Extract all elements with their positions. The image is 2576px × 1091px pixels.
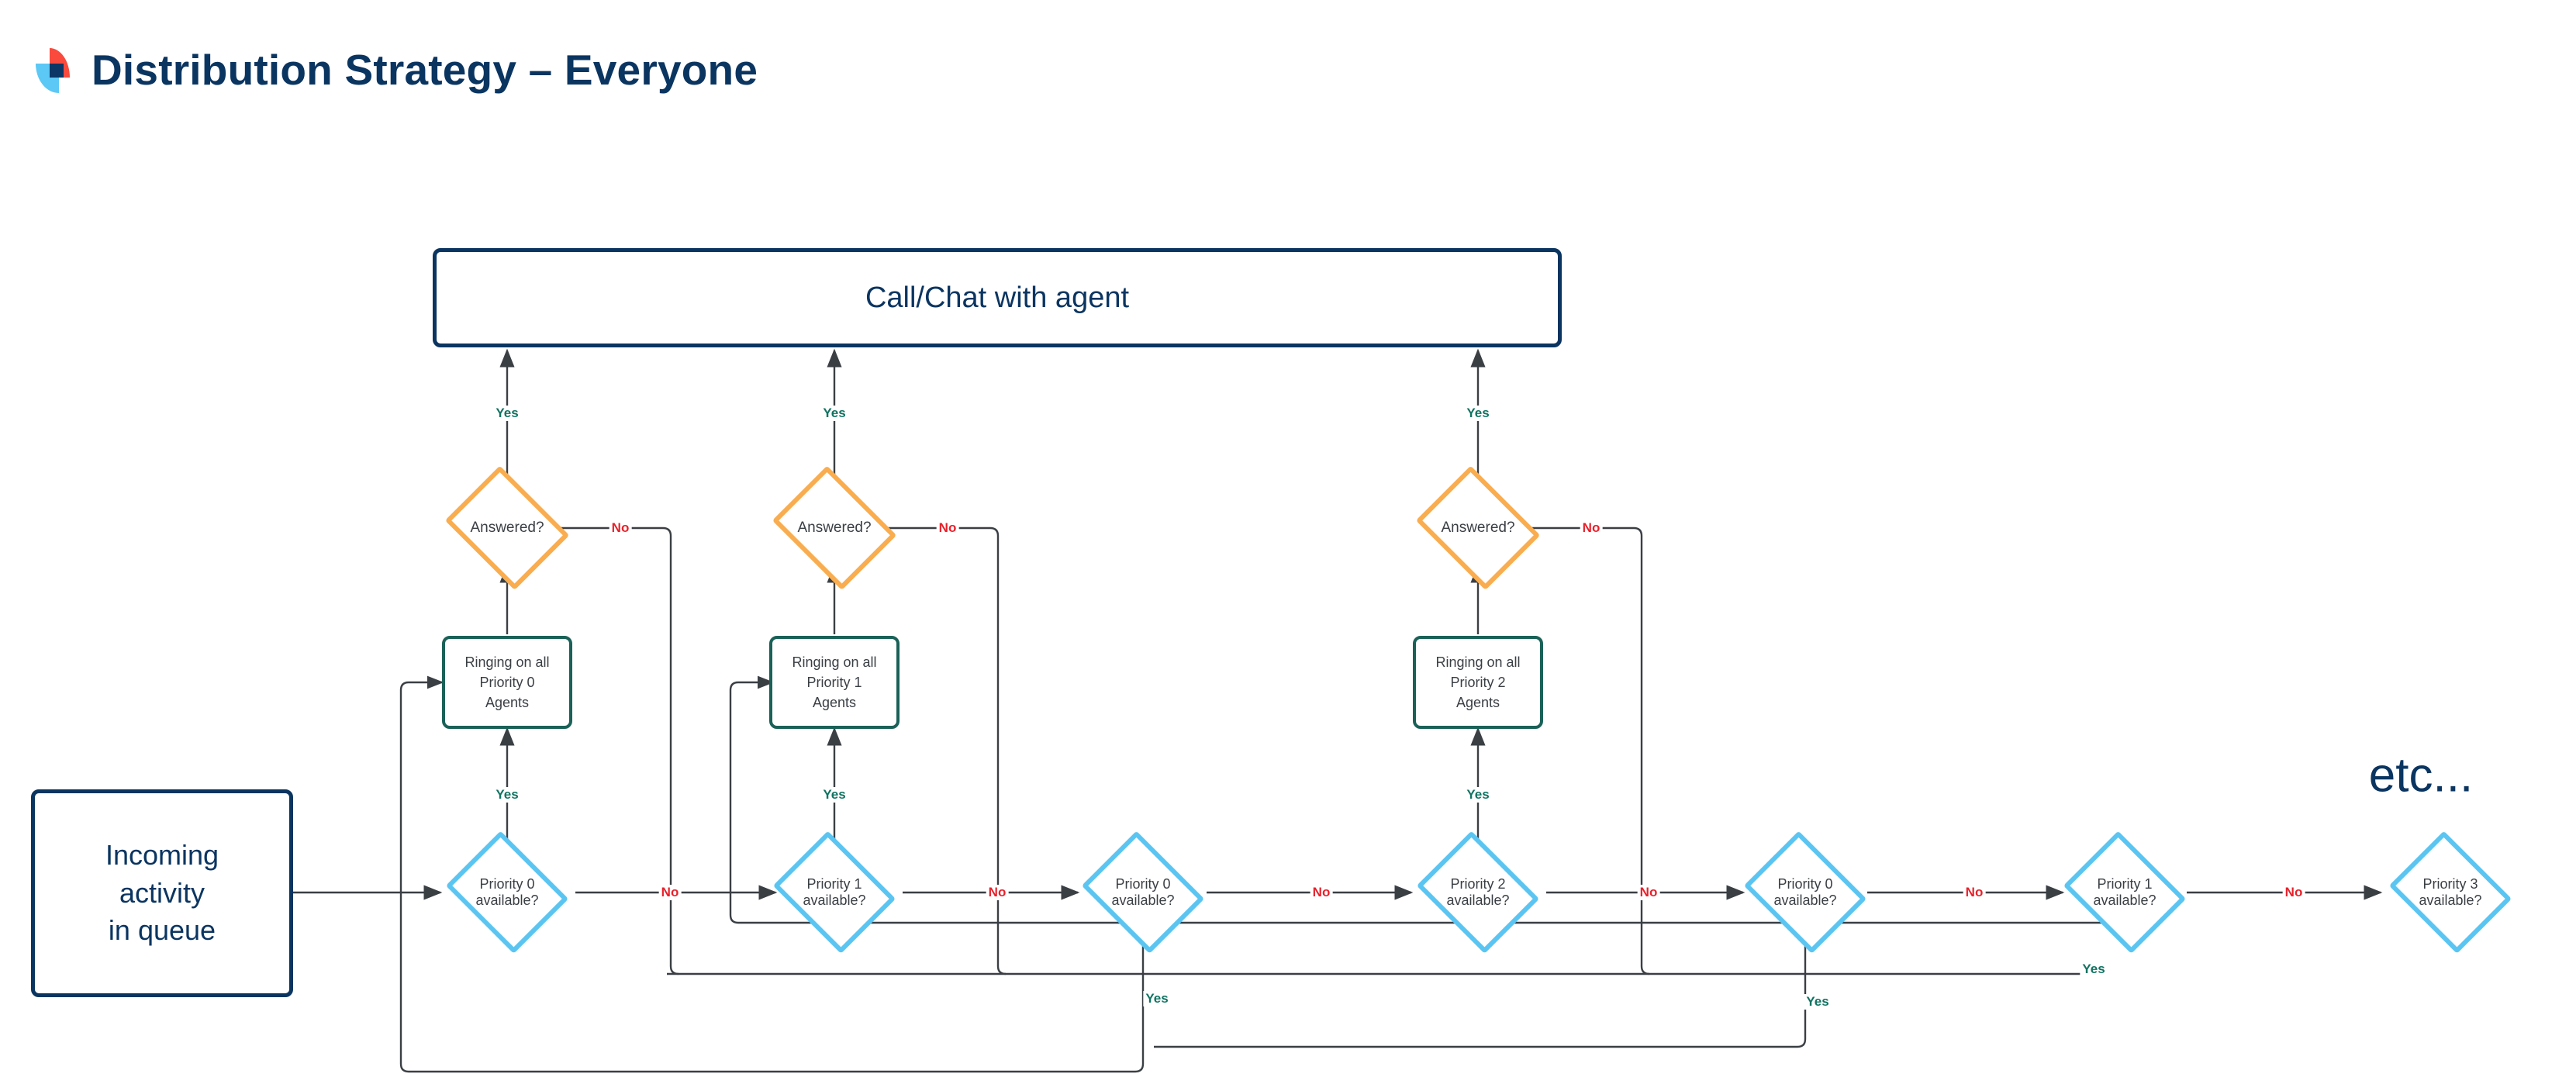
edge-label-no-answered-0: No bbox=[609, 520, 632, 536]
edge-label-yes-priority-0-a: Yes bbox=[493, 787, 521, 803]
ring2-line-1: Ringing on all bbox=[1435, 654, 1521, 670]
node-answered-0[interactable]: Answered? bbox=[437, 465, 577, 591]
edge-label-no-priority-0-b: No bbox=[1310, 885, 1333, 900]
edge-label-yes-answered-0: Yes bbox=[493, 406, 521, 421]
edge-label-no-priority-0-a: No bbox=[658, 885, 682, 900]
node-priority-3-available-a[interactable]: Priority 3 available? bbox=[2382, 830, 2519, 955]
edge-label-no-priority-2-a: No bbox=[1637, 885, 1660, 900]
edge-label-no-answered-1: No bbox=[936, 520, 959, 536]
edge-label-yes-priority-0-c: Yes bbox=[1804, 994, 1832, 1010]
edge-label-yes-priority-1-a: Yes bbox=[820, 787, 848, 803]
node-ringing-priority-2[interactable]: Ringing on all Priority 2 Agents bbox=[1413, 636, 1543, 729]
ring0-line-1: Ringing on all bbox=[464, 654, 550, 670]
node-answered-2[interactable]: Answered? bbox=[1408, 465, 1548, 591]
diamond-shape bbox=[1415, 465, 1541, 591]
page-header: Distribution Strategy – Everyone bbox=[33, 45, 758, 95]
edge-label-yes-answered-1: Yes bbox=[820, 406, 848, 421]
diamond-shape bbox=[1743, 830, 1867, 955]
ring0-line-2: Priority 0 bbox=[479, 674, 535, 690]
node-priority-0-available-b[interactable]: Priority 0 available? bbox=[1075, 830, 1211, 955]
node-incoming-activity[interactable]: Incoming activity in queue bbox=[31, 789, 293, 997]
edge-label-no-priority-1-b: No bbox=[2282, 885, 2305, 900]
diamond-shape bbox=[772, 465, 897, 591]
node-priority-1-available-b[interactable]: Priority 1 available? bbox=[2056, 830, 2193, 955]
node-priority-1-available-a[interactable]: Priority 1 available? bbox=[766, 830, 903, 955]
start-line-2: activity bbox=[119, 876, 205, 909]
edge-label-yes-priority-1-b: Yes bbox=[2080, 962, 2108, 977]
start-line-1: Incoming bbox=[105, 839, 219, 872]
edge-label-yes-priority-0-b: Yes bbox=[1143, 991, 1171, 1006]
diamond-shape bbox=[2063, 830, 2187, 955]
start-line-3: in queue bbox=[108, 914, 216, 947]
ring0-line-3: Agents bbox=[485, 695, 530, 711]
node-call-chat-with-agent[interactable]: Call/Chat with agent bbox=[433, 248, 1562, 347]
edge-label-no-priority-1-a: No bbox=[986, 885, 1009, 900]
diamond-shape bbox=[2388, 830, 2512, 955]
node-priority-0-available-c[interactable]: Priority 0 available? bbox=[1737, 830, 1873, 955]
node-priority-0-available-a[interactable]: Priority 0 available? bbox=[439, 830, 575, 955]
edge-label-yes-priority-2-a: Yes bbox=[1464, 787, 1492, 803]
ring1-line-1: Ringing on all bbox=[792, 654, 877, 670]
edge-label-no-priority-0-c: No bbox=[1963, 885, 1986, 900]
brand-logo-icon bbox=[33, 45, 71, 95]
etc-label: etc... bbox=[2368, 748, 2474, 803]
ring1-line-2: Priority 1 bbox=[806, 674, 862, 690]
page-title: Distribution Strategy – Everyone bbox=[92, 46, 758, 94]
logo-navy-square bbox=[50, 64, 64, 78]
node-answered-1[interactable]: Answered? bbox=[765, 465, 904, 591]
edge-label-no-answered-2: No bbox=[1580, 520, 1603, 536]
diamond-shape bbox=[772, 830, 896, 955]
call-chat-label: Call/Chat with agent bbox=[865, 281, 1130, 314]
edge-label-yes-answered-2: Yes bbox=[1464, 406, 1492, 421]
diamond-shape bbox=[445, 830, 569, 955]
node-ringing-priority-0[interactable]: Ringing on all Priority 0 Agents bbox=[442, 636, 572, 729]
diamond-shape bbox=[444, 465, 570, 591]
ring1-line-3: Agents bbox=[812, 695, 857, 711]
diamond-shape bbox=[1081, 830, 1205, 955]
ring2-line-3: Agents bbox=[1455, 695, 1500, 711]
diamond-shape bbox=[1416, 830, 1540, 955]
node-ringing-priority-1[interactable]: Ringing on all Priority 1 Agents bbox=[769, 636, 900, 729]
ring2-line-2: Priority 2 bbox=[1450, 674, 1506, 690]
node-priority-2-available-a[interactable]: Priority 2 available? bbox=[1410, 830, 1546, 955]
